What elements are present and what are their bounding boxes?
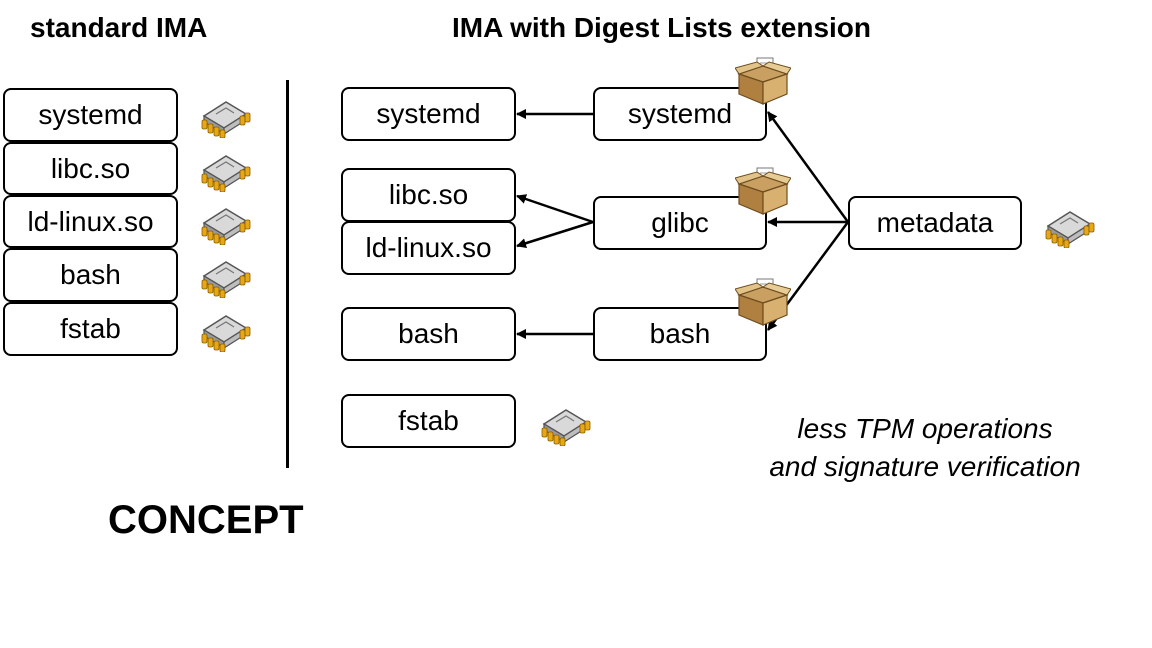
package-bash: bash: [593, 307, 767, 361]
metadata-box: metadata: [848, 196, 1022, 250]
arrow-metadata-to-systemd: [766, 111, 850, 223]
chip-icon: [1040, 204, 1096, 248]
file-fstab: fstab: [341, 394, 516, 448]
digest-lists-heading: IMA with Digest Lists extension: [452, 12, 872, 43]
package-box-icon: [735, 56, 791, 106]
concept-label: CONCEPT: [108, 498, 304, 542]
note-line-1: less TPM operations: [797, 413, 1053, 444]
file-systemd: systemd: [341, 87, 516, 141]
package-glibc: glibc: [593, 196, 767, 250]
file-bash: bash: [341, 307, 516, 361]
left-item-bash: bash: [3, 248, 178, 302]
file-ld-linux: ld-linux.so: [341, 221, 516, 275]
left-item-fstab: fstab: [3, 302, 178, 356]
arrow-glibc-to-ldlinux: [516, 220, 594, 249]
left-item-systemd: systemd: [3, 88, 178, 142]
left-item-libc: libc.so: [3, 142, 178, 195]
arrow-glibc-to-libc: [516, 194, 594, 224]
file-libc: libc.so: [341, 168, 516, 222]
package-box-icon: [735, 166, 791, 216]
left-item-ld-linux: ld-linux.so: [3, 195, 178, 248]
note-line-2: and signature verification: [769, 451, 1081, 482]
package-systemd: systemd: [593, 87, 767, 141]
note-text: less TPM operations and signature verifi…: [720, 410, 1130, 486]
vertical-divider: [286, 80, 289, 468]
package-box-icon: [735, 277, 791, 327]
standard-ima-heading: standard IMA: [30, 12, 208, 43]
chip-icon: [536, 402, 592, 446]
